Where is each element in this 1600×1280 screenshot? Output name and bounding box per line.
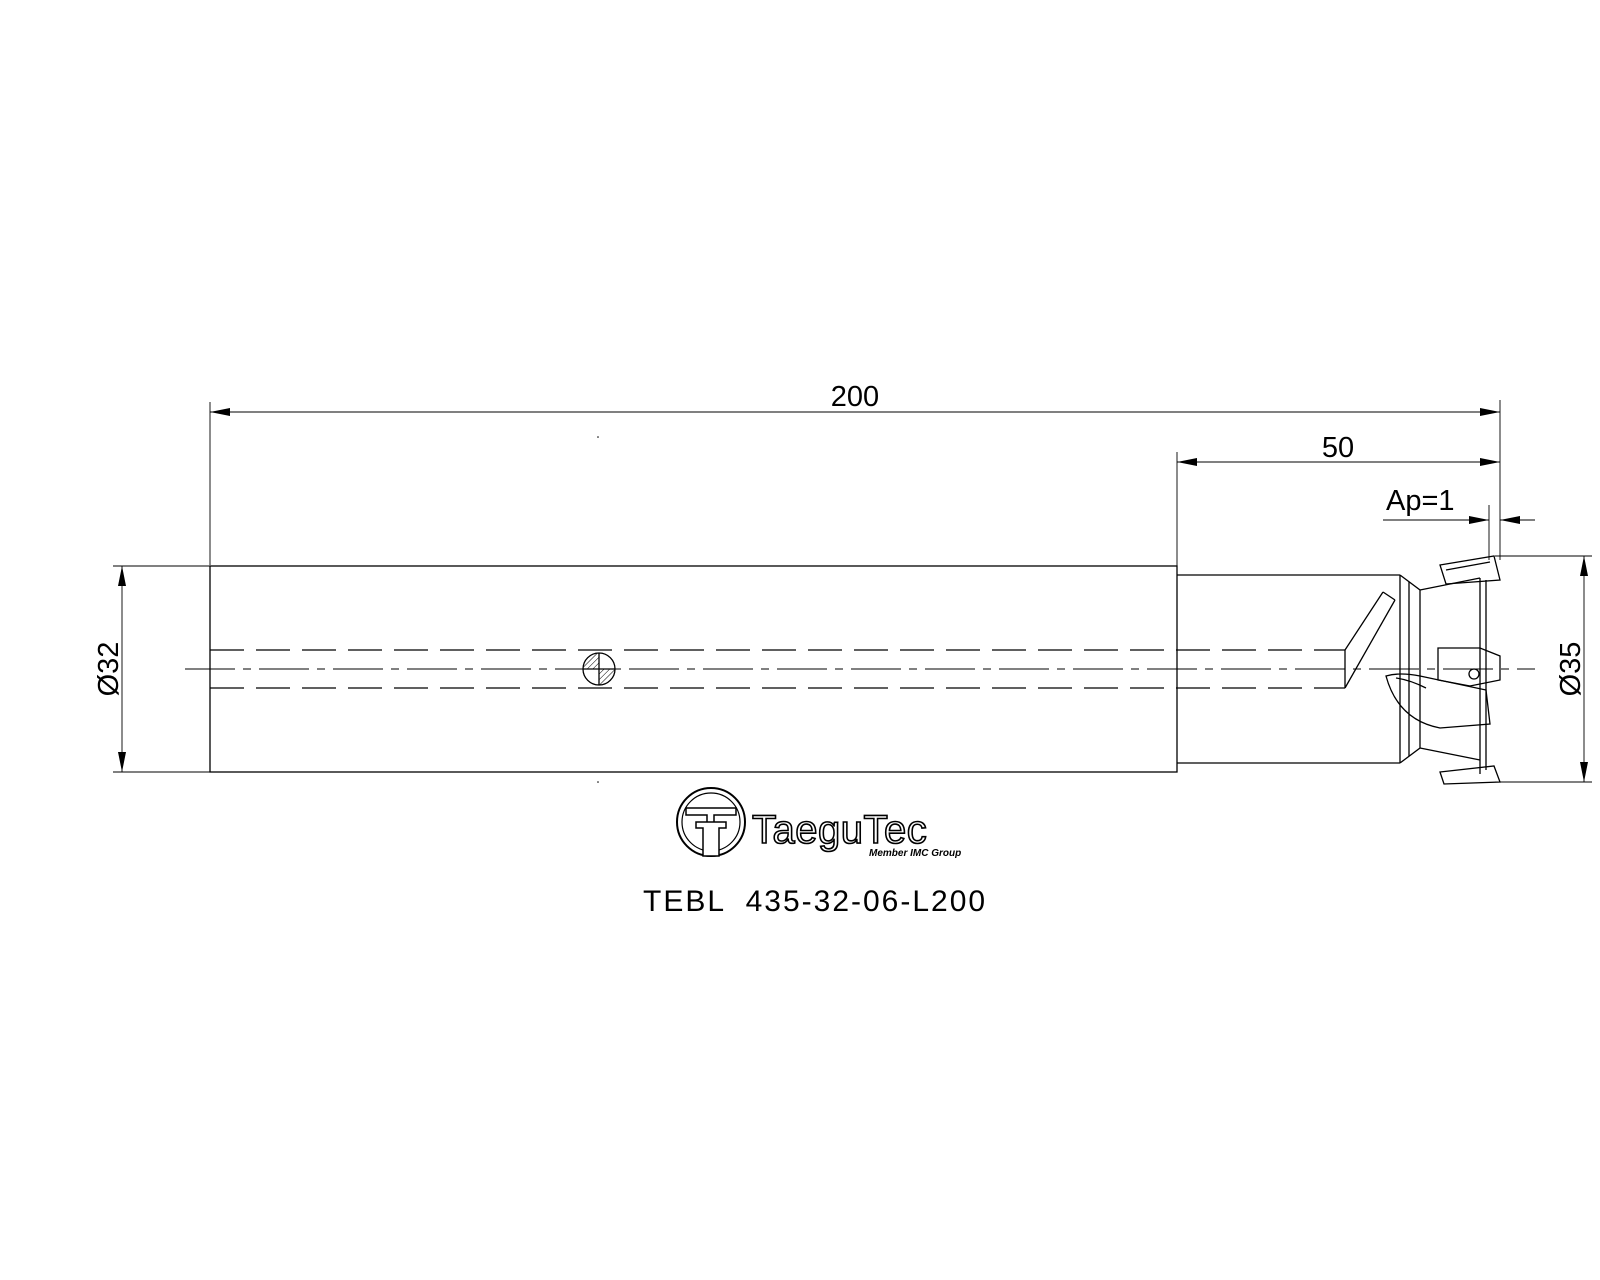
depth-of-cut-label: Ap=1 <box>1386 485 1455 517</box>
brand-tagline: Member IMC Group <box>869 848 961 859</box>
cutting-diameter-label: Ø35 <box>1555 642 1587 697</box>
overall-length-dimension: 200 <box>209 381 1501 565</box>
shank-diameter-dimension: Ø32 <box>93 565 210 773</box>
reference-dot-bottom <box>597 781 599 783</box>
insert-screw <box>1468 668 1480 680</box>
chip-pocket-lower <box>1385 673 1491 729</box>
head-length-dimension: 50 <box>1176 432 1500 575</box>
tool-designation: TEBL 435-32-06-L200 <box>643 885 987 918</box>
brand-name: TaeguTec <box>752 808 927 852</box>
shank-diameter-label: Ø32 <box>93 642 125 697</box>
chip-pocket-line <box>1395 677 1427 689</box>
insert-top <box>1439 555 1501 585</box>
head-flange-left <box>1399 574 1421 764</box>
taegutec-emblem-icon <box>676 787 746 857</box>
coolant-outlet-upper <box>1344 591 1384 651</box>
cutter-head <box>1385 555 1501 785</box>
insert-top-edge <box>1445 561 1491 571</box>
tool-body <box>185 436 1535 783</box>
insert-middle <box>1437 647 1501 687</box>
coolant-outlet-lower <box>1344 599 1396 689</box>
taegutec-logo: TaeguTec Member IMC Group <box>676 787 961 859</box>
coolant-outlet-tip <box>1382 591 1396 601</box>
depth-of-cut-dimension: Ap=1 <box>1383 485 1535 560</box>
head-bottom-edge <box>1419 747 1481 761</box>
cutting-diameter-dimension: Ø35 <box>1495 555 1592 783</box>
center-of-gravity-symbol <box>582 652 616 686</box>
reference-dot-top <box>597 436 599 438</box>
insert-bottom <box>1439 765 1501 785</box>
head-length-label: 50 <box>1322 432 1354 464</box>
overall-length-label: 200 <box>831 381 879 413</box>
